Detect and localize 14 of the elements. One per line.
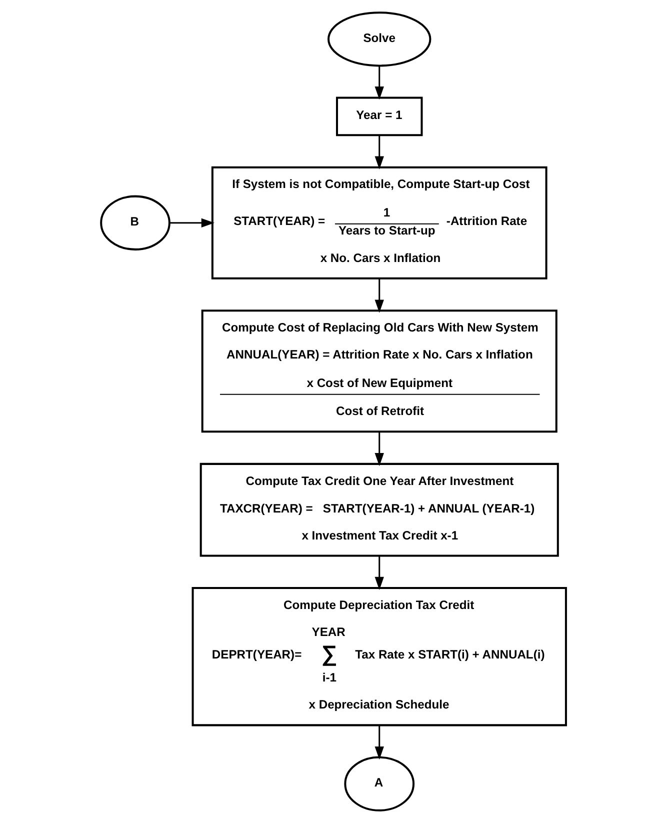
arrow xyxy=(374,66,384,100)
arrow xyxy=(374,725,384,760)
node-ellipse: A xyxy=(344,756,415,812)
node-box: Compute Depreciation Tax Credit DEPRT(YEAR)= YEAR ∑ i-1 Tax Rate x START(i) + ANNUAL(i) x Depreciation Schedule xyxy=(192,587,567,726)
arrow xyxy=(374,278,384,313)
arrow xyxy=(374,135,384,170)
arrow xyxy=(374,432,384,466)
node-box: Year = 1 xyxy=(336,96,423,136)
node-ellipse: Solve xyxy=(328,12,432,67)
node-box: Compute Cost of Replacing Old Cars With New System ANNUAL(YEAR) = Attrition Rate x No. Cars x Inflation x Cost of New Equipment Cost of Retrofit xyxy=(201,310,558,433)
arrow xyxy=(170,218,214,228)
node-ellipse: B xyxy=(100,195,170,250)
arrow xyxy=(374,556,384,590)
node-box: Compute Tax Credit One Year After Investment TAXCR(YEAR) = START(YEAR-1) + ANNUAL (YEAR-1) x Investment Tax Credit x-1 xyxy=(200,462,559,557)
